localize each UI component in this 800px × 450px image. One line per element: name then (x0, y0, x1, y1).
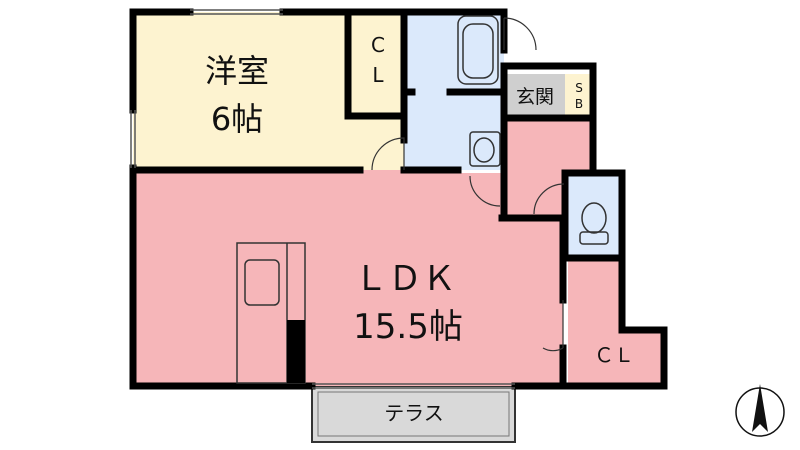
western-room-size: 6帖 (211, 100, 263, 138)
ldk-label: ＬＤＫ (354, 259, 456, 299)
walls (129, 8, 668, 390)
shoe-box (565, 74, 593, 118)
ldk-closet (568, 258, 664, 386)
washroom (404, 92, 504, 170)
north-arrow-icon (735, 384, 785, 437)
door-swings (371, 17, 565, 352)
terrace-label: テラス (384, 401, 444, 425)
western-room-label: 洋室 (205, 52, 269, 90)
toilet-icon (579, 202, 609, 245)
shoe-box-label-1: S (575, 81, 583, 95)
western-closet-label-1: C (371, 33, 385, 57)
shoe-box-label-2: B (575, 97, 583, 111)
entrance (505, 74, 565, 118)
bathtub-icon (457, 15, 499, 85)
ldk-room (133, 170, 563, 386)
windows (130, 9, 515, 389)
toilet (568, 175, 620, 255)
western-closet-label-2: L (372, 63, 384, 87)
western-room-closet (348, 12, 404, 116)
ldk-closet-label: ＣＬ (594, 343, 634, 367)
entrance-label: 玄関 (516, 86, 554, 108)
bathroom (404, 12, 504, 92)
washbasin-icon (469, 131, 501, 167)
ldk-size: 15.5帖 (353, 307, 463, 347)
refrigerator-space (287, 320, 305, 383)
terrace (311, 385, 516, 443)
